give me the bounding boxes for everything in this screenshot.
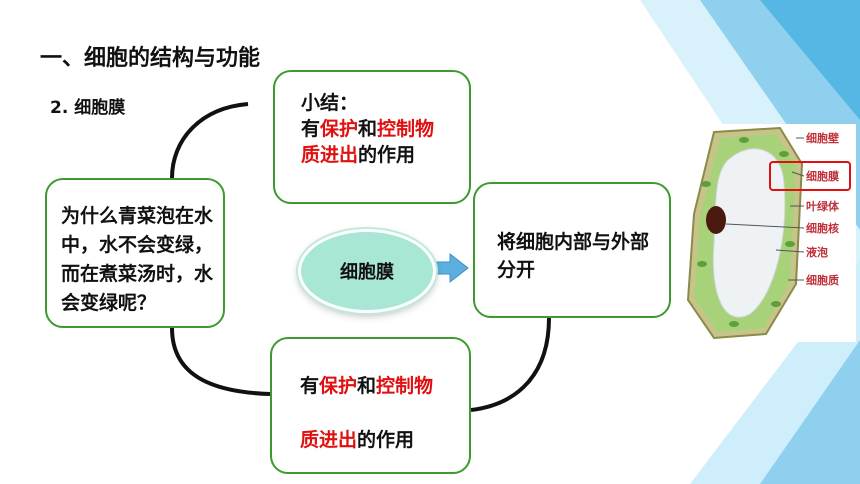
highlight-box-membrane [769,161,851,191]
connector-arc-bottom-right [470,317,551,412]
function2-line-1: 有保护和控制物 [300,372,461,400]
cell-label-nucleus: 细胞核 [806,221,839,235]
summary-control: 控制物 [377,118,435,140]
chloroplasts [697,137,795,327]
function2-protect: 保护 [319,375,358,397]
arrow-right-icon [431,252,469,284]
summary-protect: 保护 [320,118,359,140]
summary-prefix: 有 [301,118,321,140]
question-box: 为什么青菜泡在水中，水不会变绿，而在煮菜汤时，水会变绿呢？ [45,178,225,328]
deco-triangle-bottom-blue [760,340,860,484]
function2-material: 质进出 [300,429,358,451]
function2-control: 控制物 [376,375,434,397]
function-text: 将细胞内部与外部分开 [497,231,650,281]
summary-material: 质进出 [301,144,359,166]
nucleus-shape [706,206,726,234]
center-oval: 细胞膜 [298,229,436,313]
function-box: 将细胞内部与外部分开 [473,182,671,318]
label-pointer-lines [725,137,805,281]
connector-arc-bottom-left [170,327,271,396]
slide-title: 一、细胞的结构与功能 [40,46,261,71]
function2-prefix: 有 [300,375,320,397]
connector-arc-top-left [170,102,249,179]
summary-and: 和 [358,118,378,140]
function2-suffix: 的作用 [357,429,415,451]
deco-triangle-dark [760,0,860,120]
plant-cell-figure: 细胞壁 细胞膜 叶绿体 细胞核 液泡 细胞质 [684,124,856,342]
summary-line-1: 有保护和控制物 [301,116,459,142]
summary-heading: 小结： [301,92,359,114]
function2-line-2: 质进出的作用 [300,426,461,454]
question-text: 为什么青菜泡在水中，水不会变绿，而在煮菜汤时，水会变绿呢？ [61,205,214,314]
function-box-2: 有保护和控制物 质进出的作用 [270,337,471,474]
cell-label-chloroplast: 叶绿体 [806,199,840,213]
cell-label-wall: 细胞壁 [806,131,839,145]
cell-label-cytoplasm: 细胞质 [806,273,839,287]
summary-line-2: 质进出的作用 [301,142,459,168]
cell-label-membrane: 细胞膜 [806,169,839,183]
function2-and: 和 [357,375,377,397]
slide-subtitle: 2. 细胞膜 [50,98,126,118]
cell-label-vacuole: 液泡 [806,245,828,259]
center-label: 细胞膜 [340,262,394,283]
summary-suffix: 的作用 [358,144,416,166]
summary-box: 小结： 有保护和控制物 质进出的作用 [273,70,471,204]
